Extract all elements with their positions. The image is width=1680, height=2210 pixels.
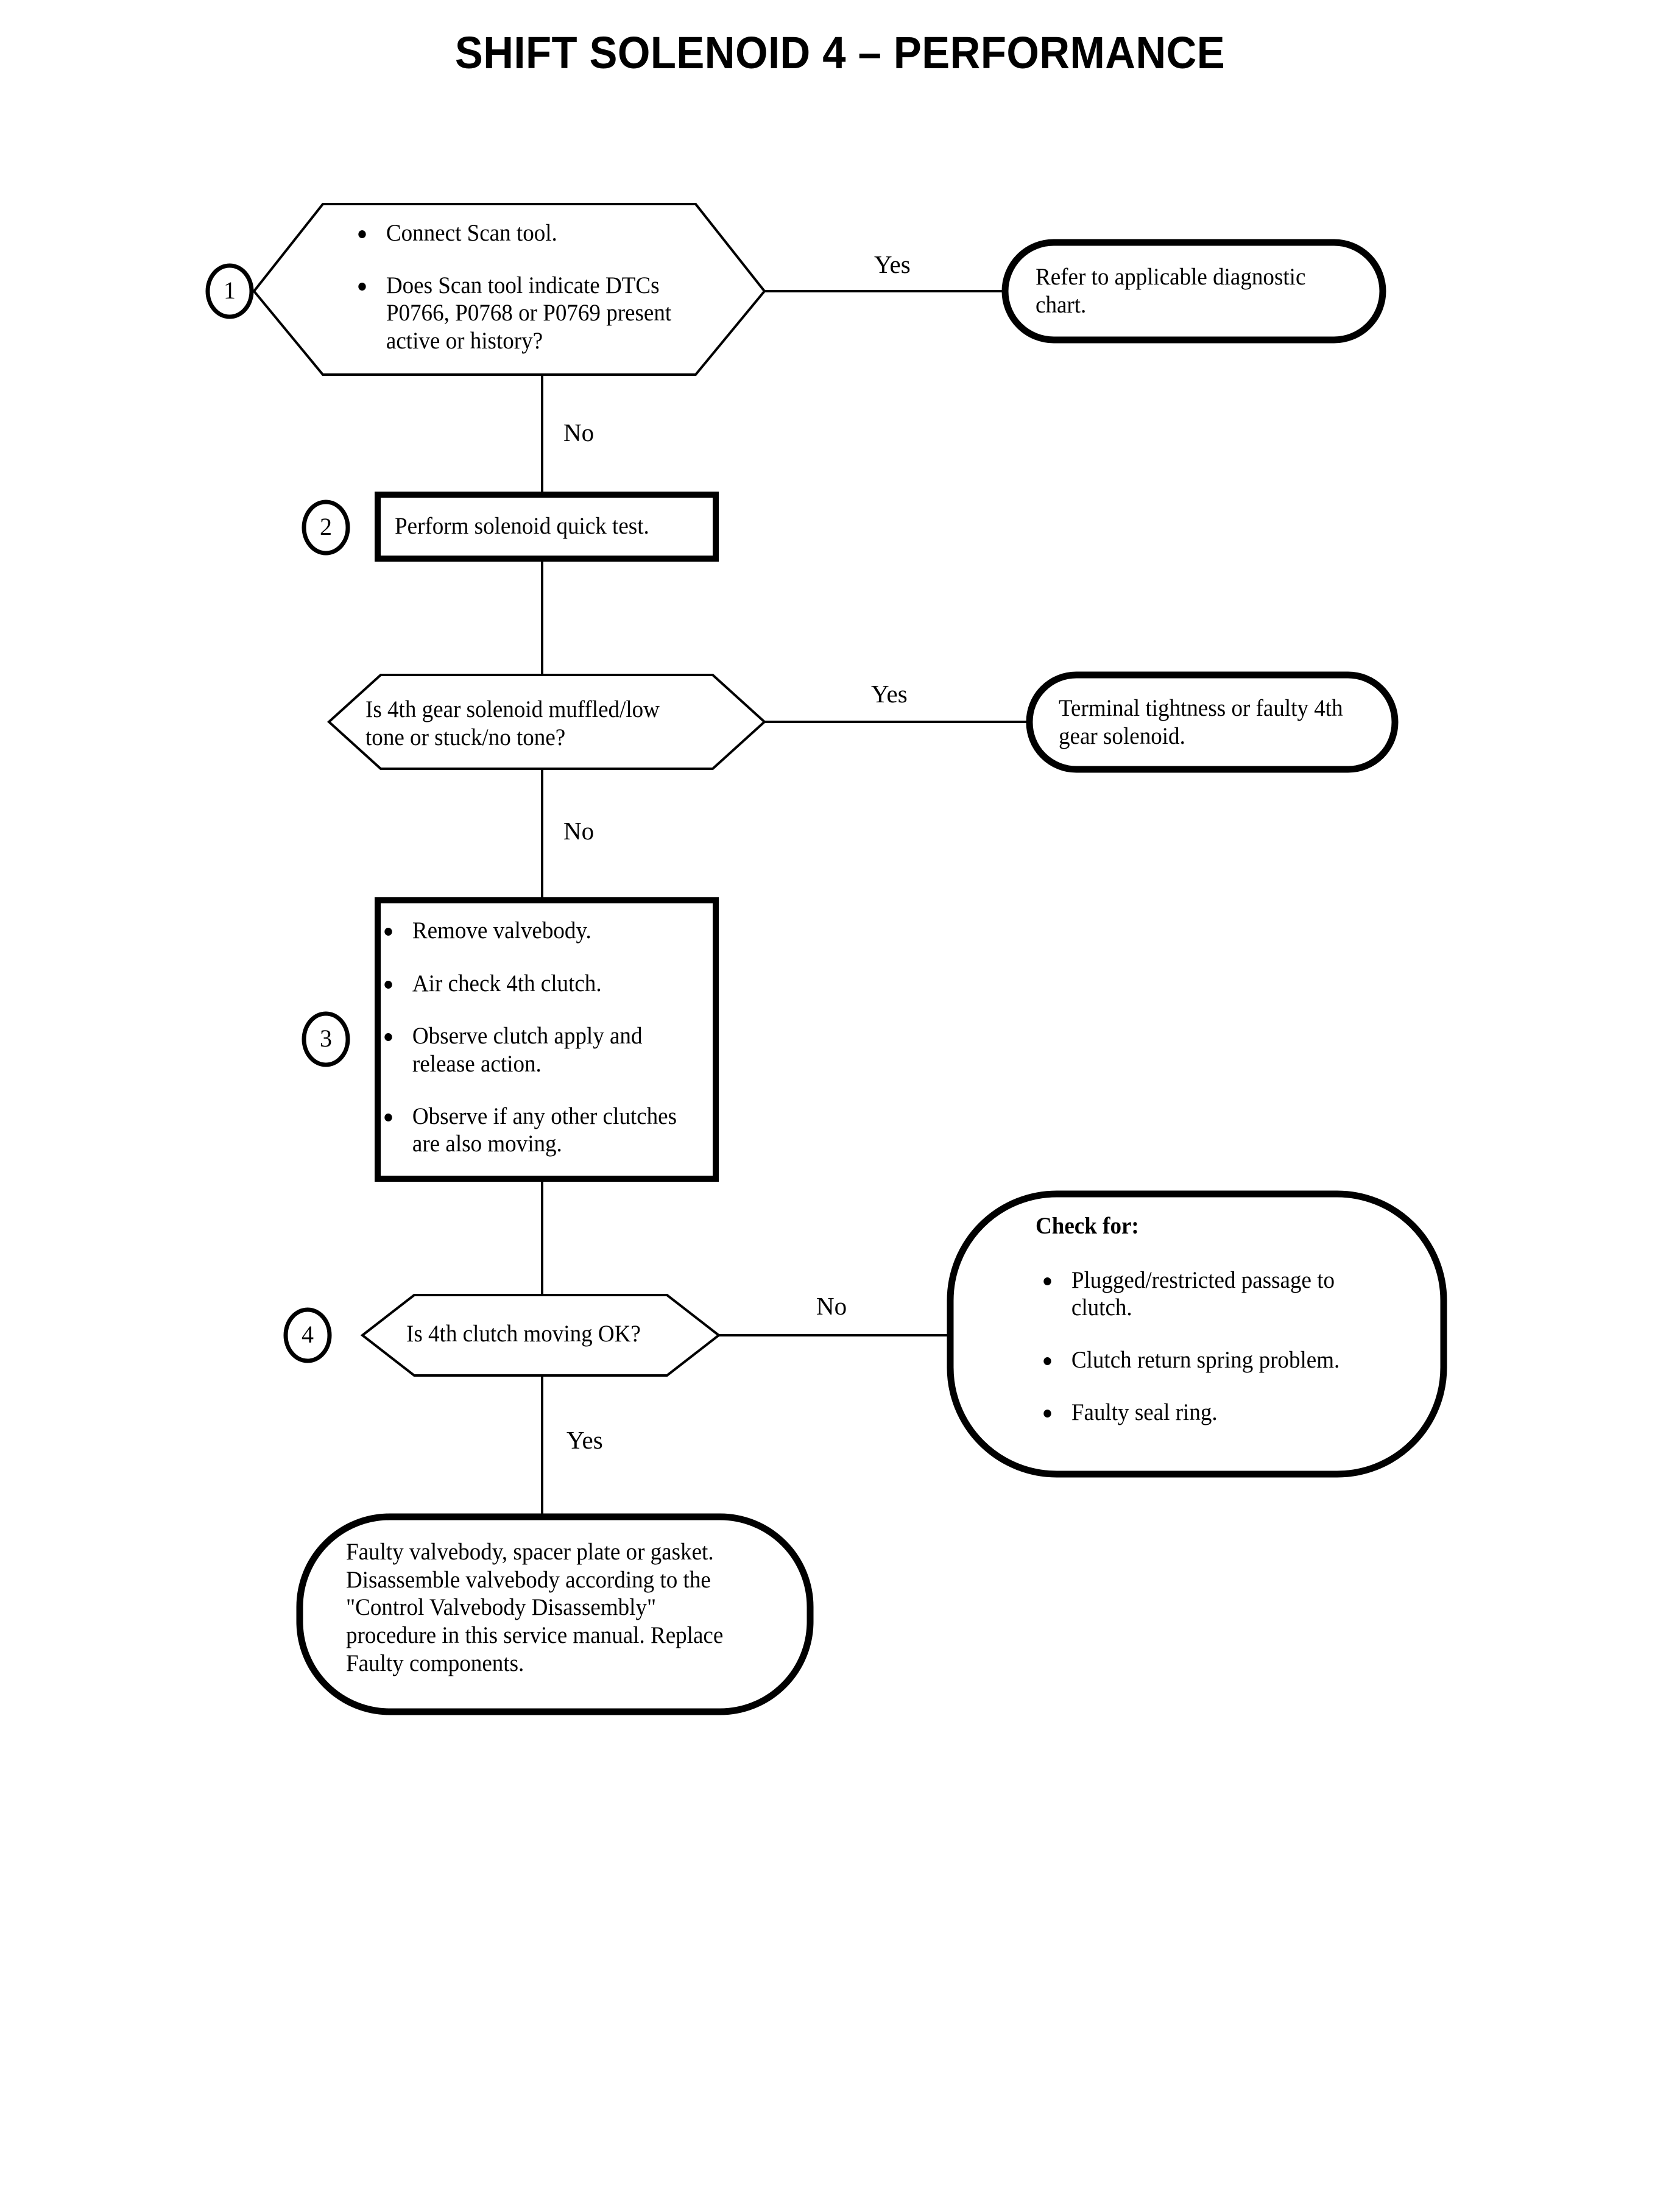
- step2-text: Perform solenoid quick test.: [395, 513, 649, 539]
- list-item: Does Scan tool indicate DTCs P0766, P076…: [350, 272, 697, 355]
- list-item: Air check 4th clutch.: [376, 970, 692, 998]
- page-title: SHIFT SOLENOID 4 – PERFORMANCE: [454, 27, 1226, 78]
- edge-label-step1-no: No: [563, 418, 595, 447]
- step-marker-1: 1: [224, 277, 236, 304]
- list-item: Clutch return spring problem.: [1036, 1346, 1377, 1374]
- list-item: Remove valvebody.: [376, 917, 692, 945]
- list-item: Observe if any other clutches are also m…: [376, 1103, 692, 1158]
- list-item: Connect Scan tool.: [350, 219, 697, 247]
- edge-label-decision2-no: No: [563, 817, 595, 845]
- step-marker-3: 3: [320, 1025, 332, 1052]
- result4-content: Check for: Plugged/restricted passage to…: [1036, 1212, 1377, 1426]
- list-item: Faulty seal ring.: [1036, 1399, 1377, 1427]
- step-marker-4: 4: [302, 1321, 314, 1348]
- list-item: Plugged/restricted passage to clutch.: [1036, 1266, 1377, 1322]
- decision2-text: Is 4th gear solenoid muffled/low tone or…: [365, 696, 660, 750]
- result1-text: Refer to applicable diagnostic chart.: [1036, 264, 1306, 318]
- edge-label-step4-yes: Yes: [566, 1426, 603, 1454]
- edge-label-step1-yes: Yes: [874, 250, 911, 278]
- step4-text: Is 4th clutch moving OK?: [406, 1321, 641, 1347]
- list-item: Observe clutch apply and release action.: [376, 1022, 692, 1078]
- final-result-text: Faulty valvebody, spacer plate or gasket…: [346, 1539, 724, 1676]
- edge-label-decision2-yes: Yes: [871, 680, 908, 708]
- step3-content: Remove valvebody. Air check 4th clutch. …: [376, 917, 692, 1158]
- result2-text: Terminal tightness or faulty 4th gear so…: [1059, 695, 1343, 749]
- step-marker-2: 2: [320, 513, 332, 540]
- step1-content: Connect Scan tool. Does Scan tool indica…: [350, 219, 697, 355]
- result4-heading: Check for:: [1036, 1213, 1139, 1239]
- edge-label-step4-no: No: [816, 1292, 847, 1320]
